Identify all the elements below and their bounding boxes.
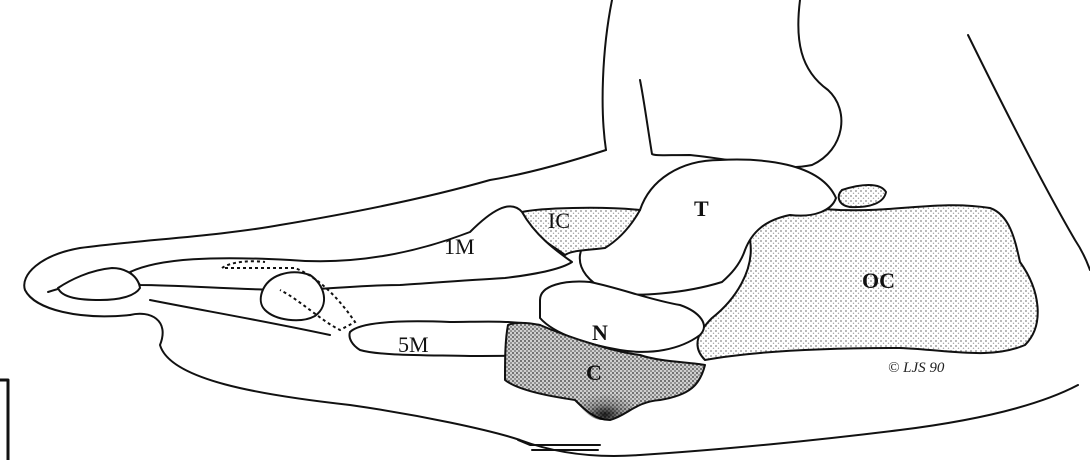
label-n: N	[592, 320, 608, 345]
label-t: T	[694, 196, 709, 221]
label-1m: 1M	[444, 234, 475, 259]
fibula-outline	[640, 0, 841, 167]
label-c: C	[586, 360, 602, 385]
copyright-credit: © LJS 90	[888, 360, 945, 376]
heel-mark	[518, 440, 600, 450]
label-oc: OC	[862, 268, 895, 293]
posterior-process	[839, 185, 886, 207]
label-5m: 5M	[398, 332, 429, 357]
first-metatarsal-bone	[130, 206, 572, 290]
tibia-outline	[603, 0, 612, 150]
proximal-phalanx	[58, 268, 140, 300]
label-ic: IC	[548, 208, 570, 233]
frame-bracket	[0, 380, 8, 460]
